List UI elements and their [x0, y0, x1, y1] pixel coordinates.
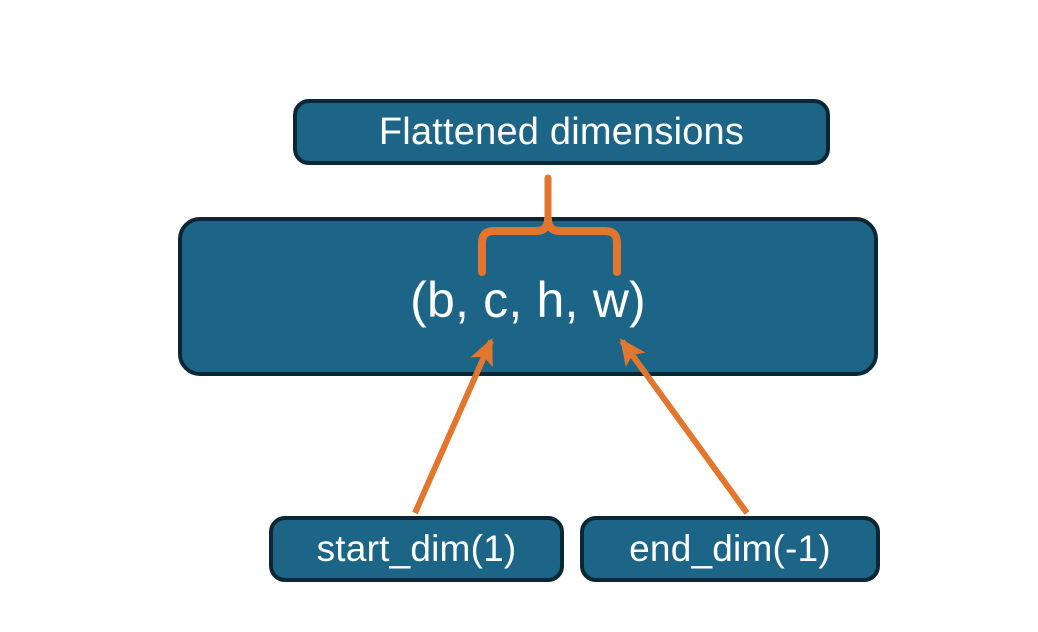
end-dim-node[interactable]: end_dim(-1)	[580, 516, 880, 582]
flattened-dimensions-label: Flattened dimensions	[378, 110, 745, 153]
flattened-dimensions-node[interactable]: Flattened dimensions	[293, 99, 830, 165]
end-dim-label: end_dim(-1)	[629, 528, 831, 569]
start-dim-node[interactable]: start_dim(1)	[269, 516, 564, 582]
shape-tuple-node[interactable]: (b, c, h, w)	[178, 217, 878, 376]
shape-tuple-label: (b, c, h, w)	[410, 271, 646, 328]
start-dim-label: start_dim(1)	[316, 528, 517, 569]
